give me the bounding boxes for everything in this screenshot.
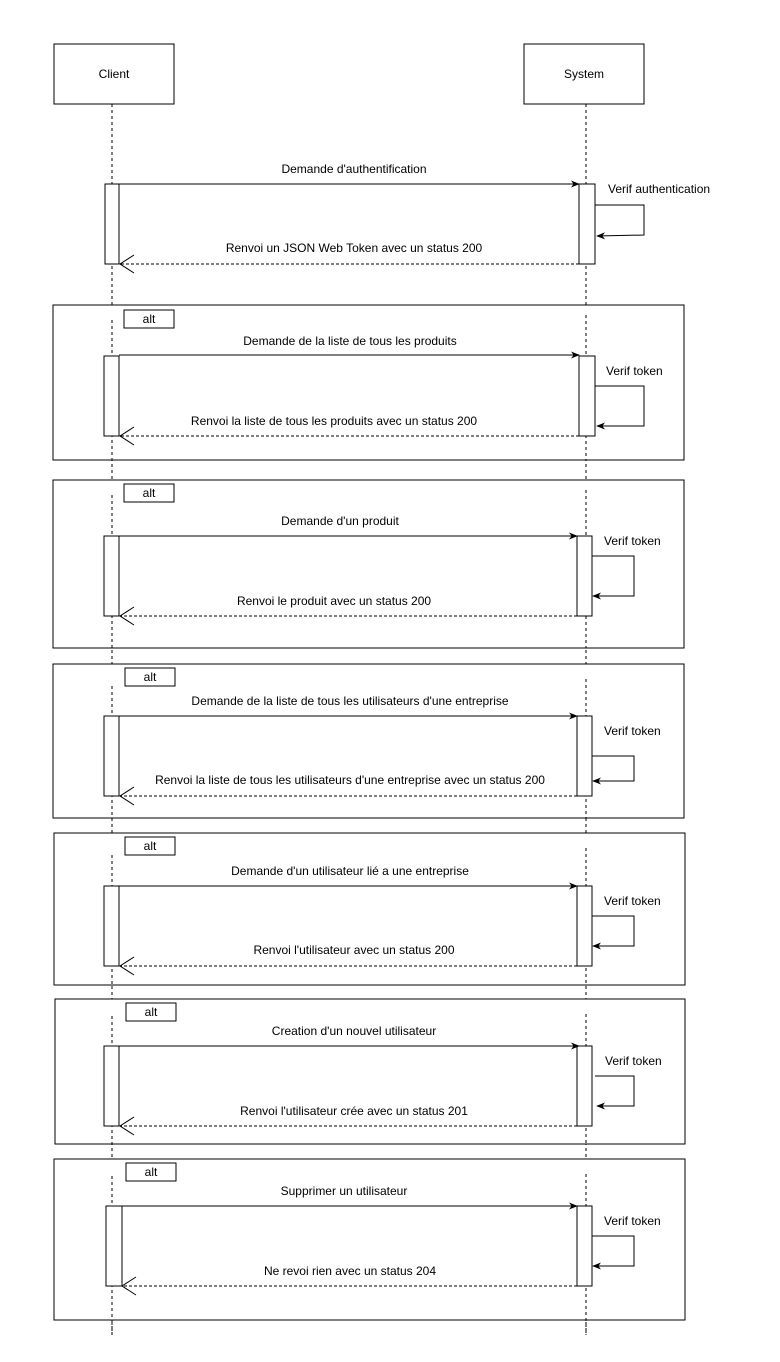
response-arrowhead <box>119 956 135 976</box>
self-arrow <box>592 755 635 785</box>
client-activation <box>103 715 120 797</box>
self-label: Verif token <box>604 1214 661 1228</box>
request-label: Demande de la liste de tous les utilisat… <box>191 694 508 708</box>
system-activation <box>576 1045 593 1127</box>
fragment-operator: alt <box>145 1165 158 1179</box>
alt-fragment: alt Demande d'un produit Verif token Ren… <box>52 479 685 649</box>
fragment-operator: alt <box>145 1005 158 1019</box>
request-label: Demande d'un utilisateur lié a une entre… <box>231 864 469 878</box>
self-arrow <box>592 1235 635 1270</box>
response-arrowhead <box>119 426 135 446</box>
system-activation <box>576 885 593 967</box>
alt-fragment: alt Demande de la liste de tous les util… <box>52 663 685 819</box>
self-arrow <box>592 555 635 600</box>
request-label: Creation d'un nouvel utilisateur <box>272 1024 436 1038</box>
client-activation <box>103 885 120 967</box>
fragment-operator: alt <box>144 839 157 853</box>
response-label: Renvoi l'utilisateur crée avec un status… <box>240 1104 468 1118</box>
system-participant[interactable]: System <box>523 43 645 105</box>
self-label: Verif token <box>605 1054 662 1068</box>
client-activation <box>103 535 120 617</box>
fragment-operator-box <box>125 1002 177 1022</box>
alt-fragment: alt Creation d'un nouvel utilisateur Ver… <box>54 998 686 1145</box>
self-label: Verif token <box>604 534 661 548</box>
client-activation <box>103 1045 120 1127</box>
self-label: Verif token <box>604 894 661 908</box>
response-label: Renvoi le produit avec un status 200 <box>237 594 431 608</box>
auth-self-label: Verif authentication <box>608 182 710 196</box>
system-activation <box>576 1205 593 1287</box>
auth-request-label: Demande d'authentification <box>281 162 426 176</box>
self-arrow <box>595 385 645 430</box>
request-label: Demande de la liste de tous les produits <box>243 334 456 348</box>
fragment-operator: alt <box>144 670 157 684</box>
alt-fragment: alt Supprimer un utilisateur Verif token… <box>53 1158 686 1335</box>
response-label: Renvoi la liste de tous les produits ave… <box>191 414 477 428</box>
response-label: Ne revoi rien avec un status 204 <box>264 1264 436 1278</box>
system-activation <box>576 535 593 617</box>
fragment-operator: alt <box>143 312 156 326</box>
client-participant[interactable]: Client <box>53 43 175 105</box>
response-label: Renvoi la liste de tous les utilisateurs… <box>155 773 545 787</box>
self-label: Verif token <box>606 364 663 378</box>
system-label: System <box>564 67 604 81</box>
auth-self-arrow <box>595 204 645 240</box>
fragment-operator-box <box>124 836 176 856</box>
fragment-operator-box <box>124 667 176 687</box>
self-label: Verif token <box>604 724 661 738</box>
response-arrowhead <box>119 606 135 626</box>
auth-response-arrowhead <box>119 254 135 274</box>
system-activation <box>578 183 596 265</box>
client-activation <box>103 355 120 437</box>
auth-response-label: Renvoi un JSON Web Token avec un status … <box>226 241 483 255</box>
system-activation <box>578 355 596 437</box>
self-arrow <box>595 1075 635 1110</box>
alt-fragment: alt Demande de la liste de tous les prod… <box>52 304 685 461</box>
auth-sequence: Demande d'authentification Verif authent… <box>104 162 710 274</box>
self-arrow <box>592 915 635 950</box>
fragment-operator-box <box>123 309 175 329</box>
alt-fragment: alt Demande d'un utilisateur lié a une e… <box>53 832 686 986</box>
fragment-operator-box <box>125 1162 177 1182</box>
response-arrowhead <box>119 786 135 806</box>
client-activation <box>105 1205 123 1287</box>
request-label: Demande d'un produit <box>281 514 399 528</box>
response-arrowhead <box>119 1116 135 1136</box>
client-label: Client <box>99 67 130 81</box>
system-activation <box>576 715 593 797</box>
fragment-operator-box <box>123 483 175 503</box>
response-label: Renvoi l'utilisateur avec un status 200 <box>253 943 454 957</box>
fragment-operator: alt <box>143 486 156 500</box>
client-activation <box>104 183 120 265</box>
response-arrowhead <box>121 1276 137 1296</box>
request-label: Supprimer un utilisateur <box>281 1184 408 1198</box>
